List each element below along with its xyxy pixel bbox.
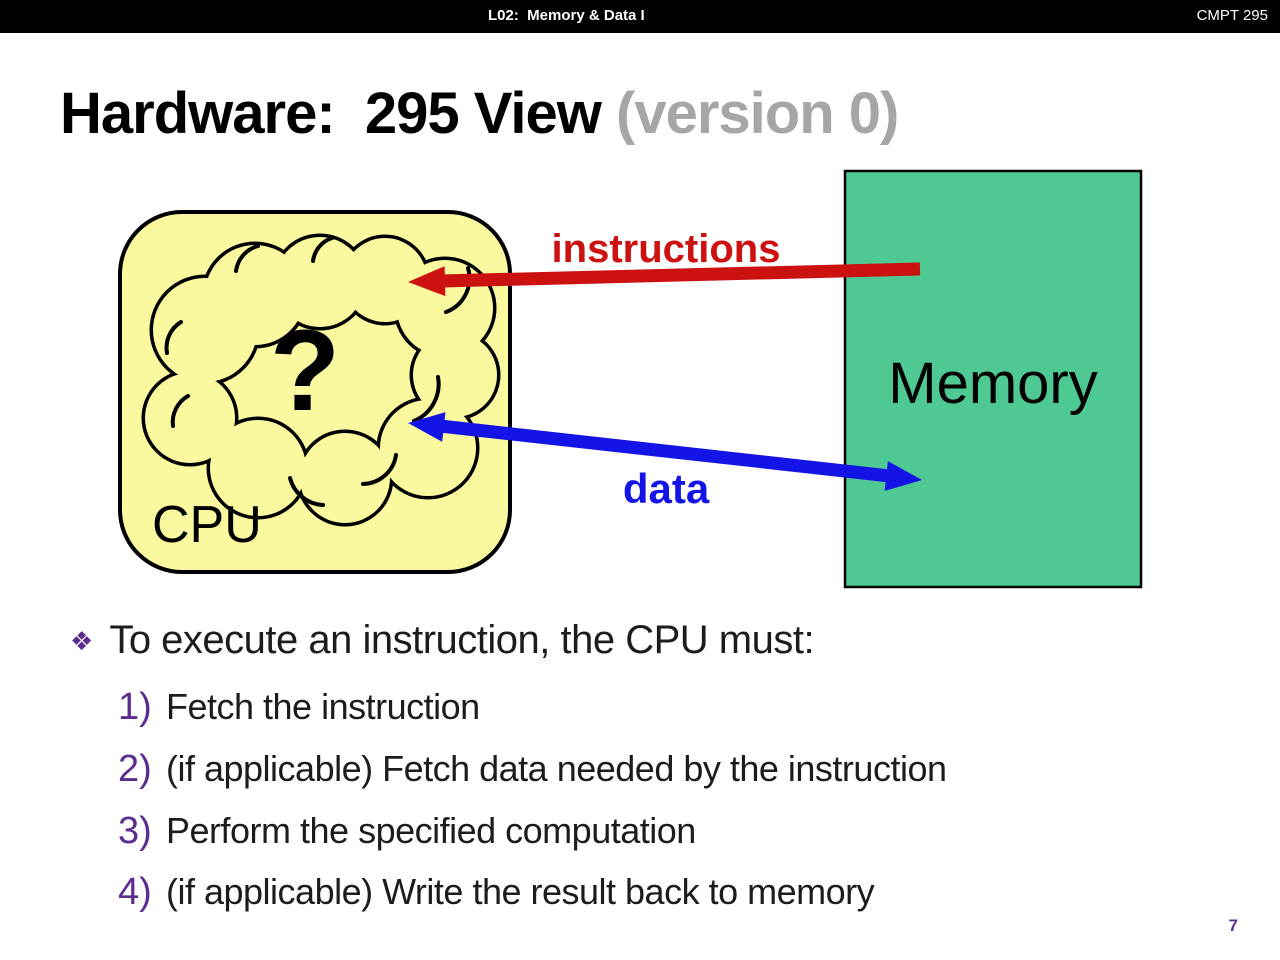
data-arrow: [408, 412, 922, 491]
diamond-bullet-icon: ❖: [70, 626, 94, 656]
instructions-arrow-shaft: [440, 262, 921, 288]
main-bullet: ❖ To execute an instruction, the CPU mus…: [70, 618, 815, 663]
step-text: (if applicable) Write the result back to…: [166, 871, 875, 912]
step-number: 4): [118, 871, 152, 913]
data-label: data: [623, 465, 710, 512]
cpu-label: CPU: [152, 496, 262, 554]
step-number: 2): [118, 748, 152, 790]
page-number: 7: [1228, 916, 1238, 935]
cloud-inner-arcs: [164, 236, 472, 507]
step-number: 3): [118, 810, 152, 852]
cpu-question-mark: ?: [270, 307, 340, 435]
list-item: 4) (if applicable) Write the result back…: [118, 871, 875, 914]
cloud-fill: [145, 237, 497, 523]
step-text: Fetch the instruction: [166, 686, 480, 727]
page-title: Hardware: 295 View (version 0): [60, 80, 899, 147]
list-item: 2) (if applicable) Fetch data needed by …: [118, 748, 947, 791]
step-number: 1): [118, 686, 152, 728]
instructions-arrow: [408, 262, 921, 297]
main-bullet-text: To execute an instruction, the CPU must:: [109, 618, 815, 662]
page-title-version: (version 0): [600, 81, 899, 146]
data-arrowhead-left: [408, 412, 446, 442]
instructions-arrowhead: [408, 266, 446, 297]
lecture-title: L02: Memory & Data I: [488, 7, 645, 24]
instructions-label: instructions: [552, 227, 781, 271]
course-code: CMPT 295: [1196, 7, 1268, 24]
list-item: 3) Perform the specified computation: [118, 810, 696, 853]
step-text: Perform the specified computation: [166, 810, 696, 851]
memory-label: Memory: [888, 351, 1097, 416]
step-text: (if applicable) Fetch data needed by the…: [166, 748, 947, 789]
page-title-main: Hardware: 295 View: [60, 81, 602, 146]
cpu-memory-diagram: ? CPU Memory instructions data: [118, 169, 1143, 589]
data-arrowhead-right: [884, 461, 922, 491]
data-arrow-shaft: [439, 419, 891, 483]
slide-header-bar: L02: Memory & Data I CMPT 295: [0, 0, 1280, 33]
list-item: 1) Fetch the instruction: [118, 686, 480, 729]
memory-box: [843, 169, 1143, 589]
